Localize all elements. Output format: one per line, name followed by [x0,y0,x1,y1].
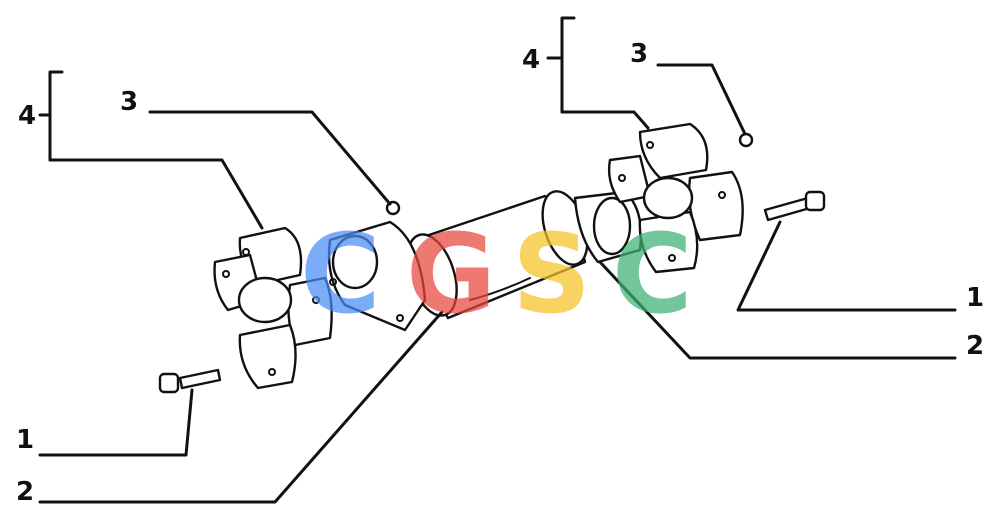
callout-right-shaft: 2 [966,331,984,361]
left-bolt [158,368,222,394]
left-universal-joint [213,226,333,390]
callout-left-shaft: 2 [16,477,34,507]
callout-right-bolt: 1 [966,283,984,313]
callout-right-bracket: 4 [522,45,540,75]
callout-labels: 4 3 1 2 4 3 1 2 [16,39,984,507]
watermark-letter-4: C [612,210,693,338]
right-grease-screw [738,132,754,148]
watermark-logo: C G S C [300,210,693,338]
watermark-letter-3: S [512,210,591,338]
watermark-letter-2: G [406,210,496,338]
right-bolt [763,190,826,222]
right-flange-yoke [573,190,643,264]
callout-left-screw: 3 [120,87,138,117]
callout-right-screw: 3 [630,39,648,69]
right-universal-joint [607,122,744,274]
callout-left-bracket: 4 [18,101,36,131]
left-flange-yoke [327,220,427,332]
watermark-letter-1: C [300,210,381,338]
callout-left-bolt: 1 [16,425,34,455]
leader-lines [38,16,957,504]
